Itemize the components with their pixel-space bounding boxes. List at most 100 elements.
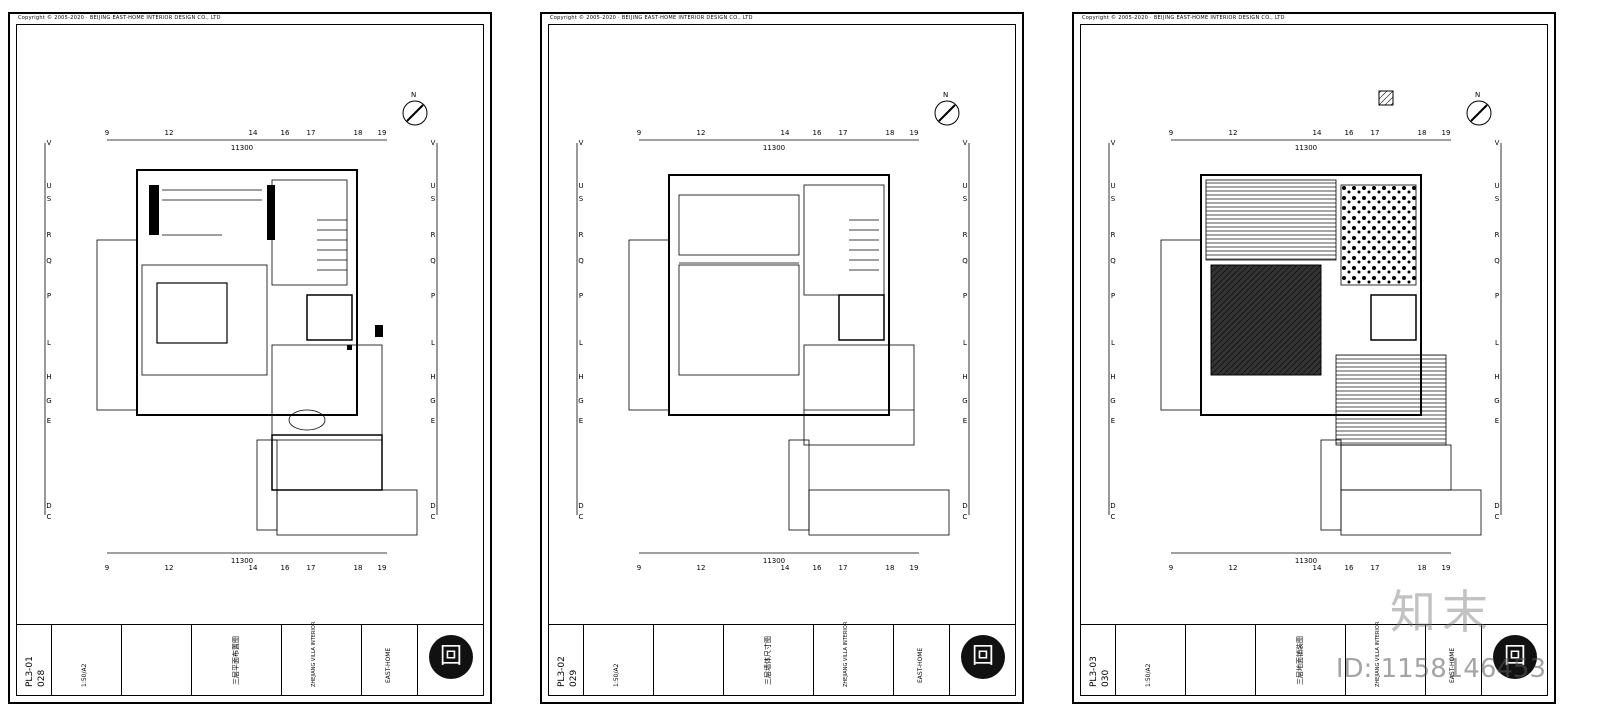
svg-text:19: 19 [1442, 564, 1451, 572]
svg-text:G: G [578, 397, 583, 405]
svg-text:E: E [1495, 417, 1499, 425]
svg-text:11300: 11300 [1295, 557, 1317, 565]
svg-text:P: P [579, 292, 583, 300]
svg-text:12: 12 [697, 564, 706, 572]
svg-text:G: G [1494, 397, 1499, 405]
svg-text:V: V [963, 139, 968, 147]
company-logo: 回 [1493, 635, 1537, 679]
drawing-title: 三层平面布置图 [232, 636, 240, 685]
svg-text:H: H [578, 373, 583, 381]
company-cell: EAST-HOME [361, 625, 418, 695]
svg-text:16: 16 [1345, 129, 1354, 137]
svg-text:S: S [1495, 195, 1500, 203]
svg-text:16: 16 [281, 129, 290, 137]
svg-text:11300: 11300 [763, 557, 785, 565]
sheet-number-cell: PL3-02 029 [549, 625, 584, 695]
drawing-title-cell: 三层平面布置图 [191, 625, 282, 695]
svg-text:V: V [431, 139, 436, 147]
page-number: 028 [37, 669, 47, 687]
svg-text:H: H [1110, 373, 1115, 381]
svg-text:17: 17 [307, 129, 316, 137]
svg-text:S: S [963, 195, 968, 203]
project-name: ZHEJIANG VILLA INTERIOR [843, 621, 849, 687]
svg-text:S: S [431, 195, 436, 203]
watermark-brand: 知末 [1390, 585, 1494, 639]
svg-text:C: C [963, 513, 968, 521]
svg-text:S: S [1111, 195, 1116, 203]
company-logo: 回 [961, 635, 1005, 679]
page-number: 029 [569, 669, 579, 687]
svg-text:D: D [46, 502, 51, 510]
drawing-title: 三层墙体尺寸图 [764, 636, 772, 685]
svg-text:R: R [47, 231, 52, 239]
svg-text:18: 18 [886, 129, 895, 137]
svg-text:14: 14 [249, 129, 258, 137]
scale-cell: 1:50/A2 [583, 625, 654, 695]
svg-text:R: R [1495, 231, 1500, 239]
svg-text:12: 12 [165, 564, 174, 572]
svg-text:V: V [47, 139, 52, 147]
svg-text:17: 17 [839, 129, 848, 137]
svg-text:14: 14 [1313, 129, 1322, 137]
svg-text:19: 19 [910, 129, 919, 137]
svg-text:N: N [943, 91, 948, 99]
svg-text:U: U [430, 182, 435, 190]
svg-text:G: G [430, 397, 435, 405]
svg-text:D: D [430, 502, 435, 510]
svg-text:D: D [962, 502, 967, 510]
drawing-sheet-2: Copyright © 2005-2020 · BEIJING EAST-HOM… [540, 12, 1024, 704]
svg-text:17: 17 [1371, 564, 1380, 572]
svg-text:18: 18 [886, 564, 895, 572]
drawing-sheet-1: Copyright © 2005-2020 · BEIJING EAST-HOM… [8, 12, 492, 704]
company-cell: EAST-HOME [893, 625, 950, 695]
svg-text:H: H [430, 373, 435, 381]
svg-text:14: 14 [781, 129, 790, 137]
project-name: ZHEJIANG VILLA INTERIOR [311, 621, 317, 687]
svg-text:11300: 11300 [231, 557, 253, 565]
svg-text:N: N [1475, 91, 1480, 99]
signature-cell [121, 625, 192, 695]
svg-text:L: L [1111, 339, 1115, 347]
svg-text:G: G [962, 397, 967, 405]
svg-text:L: L [579, 339, 583, 347]
copyright-text: Copyright © 2005-2020 · BEIJING EAST-HOM… [18, 15, 221, 21]
svg-text:9: 9 [105, 129, 109, 137]
svg-text:14: 14 [249, 564, 258, 572]
copyright-text: Copyright © 2005-2020 · BEIJING EAST-HOM… [1082, 15, 1285, 21]
svg-text:18: 18 [1418, 564, 1427, 572]
svg-text:R: R [579, 231, 584, 239]
svg-text:S: S [579, 195, 584, 203]
svg-text:C: C [1495, 513, 1500, 521]
svg-text:16: 16 [281, 564, 290, 572]
project-cell: ZHEJIANG VILLA INTERIOR [1345, 622, 1426, 695]
svg-text:18: 18 [354, 129, 363, 137]
sheet-number-cell: PL3-03 030 [1081, 625, 1116, 695]
svg-text:16: 16 [813, 564, 822, 572]
svg-text:V: V [579, 139, 584, 147]
svg-text:D: D [1110, 502, 1115, 510]
svg-text:V: V [1111, 139, 1116, 147]
sheet-number: PL3-01 [25, 656, 35, 687]
svg-text:19: 19 [378, 564, 387, 572]
svg-text:P: P [47, 292, 51, 300]
svg-text:U: U [1494, 182, 1499, 190]
watermark-id: ID: 1158146453 [1335, 654, 1546, 684]
svg-text:U: U [578, 182, 583, 190]
svg-text:U: U [1110, 182, 1115, 190]
title-block: PL3-03 030 1:50/A2 三层地面铺装图 ZHEJIANG VILL… [1081, 622, 1547, 695]
svg-text:16: 16 [813, 129, 822, 137]
svg-text:11300: 11300 [1295, 144, 1317, 152]
svg-text:E: E [963, 417, 967, 425]
svg-text:L: L [431, 339, 435, 347]
svg-text:H: H [1494, 373, 1499, 381]
svg-text:R: R [1111, 231, 1116, 239]
svg-text:P: P [431, 292, 435, 300]
svg-text:C: C [47, 513, 52, 521]
project-cell: ZHEJIANG VILLA INTERIOR [281, 621, 362, 695]
svg-text:U: U [962, 182, 967, 190]
svg-text:Q: Q [46, 257, 52, 265]
svg-text:17: 17 [307, 564, 316, 572]
drawing-title-cell: 三层地面铺装图 [1255, 625, 1346, 695]
